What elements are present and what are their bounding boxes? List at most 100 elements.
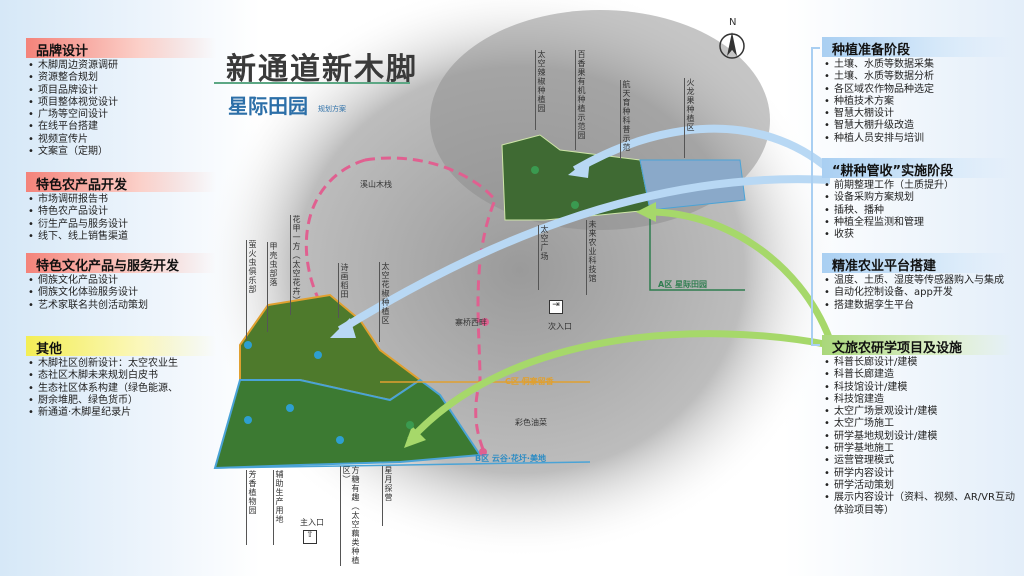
left-panel-brand: 品牌设计 木脚周边资源调研资源整合规划项目品牌设计项目整体视觉设计广场等空间设计… [26, 38, 216, 159]
arrow-green-a [644, 208, 834, 342]
list-item: 侗族文化体验服务设计 [26, 287, 216, 300]
map-label: 太空花椒种植区 [379, 262, 390, 342]
list-item: 视频宣传片 [26, 134, 216, 147]
list-item: 种植全程监测和管理 [822, 217, 1022, 230]
list-item: 智慧大棚设计 [822, 108, 1022, 121]
map-label: 主入口 [300, 518, 324, 527]
list-item: 自动化控制设备、app开发 [822, 287, 1022, 300]
zone-b-line [214, 461, 591, 469]
list-item: 态社区木脚未来规划白皮书 [26, 370, 216, 383]
map-label: 星月探营 [382, 466, 393, 526]
list-item: 展示内容设计（资料、视频、AR/VR互动体验项目等） [822, 492, 1022, 517]
arrow-blue-b-head [330, 318, 356, 338]
map-label: 溪山木栈 [360, 180, 392, 189]
list-item: 资源整合规划 [26, 72, 216, 85]
right-panel-planting-prep: 种植准备阶段 土壤、水质等数据采集土壤、水质等数据分析各区域农作物品种选定种植技… [822, 37, 1022, 145]
map-label: 航天育种科普示范 [620, 80, 631, 160]
zone-c-label: C区 侗寨留香 [505, 377, 554, 386]
list-item: 文案宣（定期） [26, 146, 216, 159]
section-heading: 精准农业平台搭建 [822, 253, 1012, 274]
map-label: 寨桥西畔 [455, 318, 487, 327]
list-item: 太空广场施工 [822, 418, 1022, 431]
zone-a-border [649, 210, 745, 291]
list-item: 木脚社区创新设计：太空农业生 [26, 358, 216, 371]
list-item: 研学内容设计 [822, 468, 1022, 481]
section-heading: 特色文化产品与服务开发 [26, 253, 216, 274]
list-item: 广场等空间设计 [26, 109, 216, 122]
arrow-blue-a [572, 124, 833, 174]
map-label: 彩色油菜 [515, 418, 547, 427]
list-item: 新通道·木脚星纪录片 [26, 407, 216, 420]
zone-a-label: A区 星际田园 [658, 280, 707, 289]
compass-icon [719, 32, 745, 59]
main-entrance-icon: ⇧ [303, 530, 317, 544]
list-item: 前期整理工作（土质提升） [822, 180, 1022, 193]
list-item: 设备采购方案规划 [822, 192, 1022, 205]
title-divider [214, 82, 410, 84]
arrow-blue-a-head [568, 158, 590, 178]
map-label: 花甲一方（太空花卉） [290, 215, 301, 315]
list-item: 艺术家联名共创活动策划 [26, 300, 216, 313]
list-item: 插秧、播种 [822, 205, 1022, 218]
list-item: 衍生产品与服务设计 [26, 219, 216, 232]
map-label: 诗画稻田 [338, 263, 349, 318]
list-item: 科普长廊设计/建模 [822, 357, 1022, 370]
map-label: 方糖有趣（太空藕类种植区） [340, 466, 360, 566]
arrow-green-b-head [404, 426, 426, 448]
section-heading: 品牌设计 [26, 38, 216, 59]
left-panel-agri-products: 特色农产品开发 市场调研报告书特色农产品设计衍生产品与服务设计线下、线上销售渠道 [26, 172, 216, 243]
list-item: 搭建数据孪生平台 [822, 300, 1022, 313]
left-panel-other: 其他 木脚社区创新设计：太空农业生态社区木脚未来规划白皮书生态社区体系构建（绿色… [26, 336, 216, 420]
map-label: 次入口 [548, 322, 572, 331]
arrow-green-a-head [636, 202, 656, 222]
right-panel-study-tourism: 文旅农研学项目及设施 科普长廊设计/建模科普长廊建造科技馆设计/建模科技馆建造太… [822, 335, 1022, 517]
arrow-blue-b [337, 175, 831, 334]
list-item: 项目品牌设计 [26, 85, 216, 98]
list-item: 种植人员安排与培训 [822, 133, 1022, 146]
zone-b-fields [213, 378, 482, 470]
list-item: 各区域农作物品种选定 [822, 84, 1022, 97]
section-heading: 其他 [26, 336, 216, 357]
map-label: 太空辣椒种植园 [535, 50, 546, 130]
list-item: 温度、土质、湿度等传感器购入与集成 [822, 275, 1022, 288]
project-tag: 规划方案 [318, 105, 346, 113]
compass-north-label: N [729, 17, 737, 28]
map-label: 火龙果种植区 [684, 78, 695, 158]
list-item: 种植技术方案 [822, 96, 1022, 109]
list-item: 科技馆设计/建模 [822, 382, 1022, 395]
list-item: 线下、线上销售渠道 [26, 231, 216, 244]
right-panel-implementation: “耕种管收”实施阶段 前期整理工作（土质提升）设备采购方案规划插秧、播种种植全程… [822, 158, 1022, 242]
left-panel-culture: 特色文化产品与服务开发 侗族文化产品设计侗族文化体验服务设计艺术家联名共创活动策… [26, 253, 216, 312]
field-markers [244, 166, 579, 456]
map-label: 芳香植物园 [246, 470, 257, 545]
list-item: 生态社区体系构建（绿色能源、 [26, 383, 216, 396]
map-label: 萤火虫俱乐部 [246, 240, 257, 340]
list-item: 运营管理模式 [822, 455, 1022, 468]
list-item: 研学基地施工 [822, 443, 1022, 456]
list-item: 智慧大棚升级改造 [822, 120, 1022, 133]
list-item: 太空广场景观设计/建模 [822, 406, 1022, 419]
list-item: 研学活动策划 [822, 480, 1022, 493]
right-panel-precision-platform: 精准农业平台搭建 温度、土质、湿度等传感器购入与集成自动化控制设备、app开发搭… [822, 253, 1022, 312]
list-item: 科普长廊建造 [822, 369, 1022, 382]
project-subtitle: 星际田园 [228, 94, 308, 118]
map-label: 辅助生产用地 [273, 470, 284, 545]
bracket-line [811, 47, 820, 346]
list-item: 市场调研报告书 [26, 194, 216, 207]
project-title: 新通道新木脚 [226, 52, 418, 87]
map-label: 百香果有机种植示范园 [575, 50, 586, 150]
list-item: 研学基地规划设计/建模 [822, 431, 1022, 444]
list-item: 土壤、水质等数据分析 [822, 71, 1022, 84]
section-heading: 特色农产品开发 [26, 172, 216, 193]
list-item: 土壤、水质等数据采集 [822, 59, 1022, 72]
entrance-icon: ⇥ [549, 300, 563, 314]
map-label: 未来农业科技馆 [586, 220, 597, 295]
section-heading: “耕种管收”实施阶段 [822, 158, 1012, 179]
map-label: 太空广场 [538, 225, 549, 290]
list-item: 侗族文化产品设计 [26, 275, 216, 288]
list-item: 科技馆建造 [822, 394, 1022, 407]
list-item: 在线平台搭建 [26, 121, 216, 134]
list-item: 项目整体视觉设计 [26, 97, 216, 110]
section-heading: 文旅农研学项目及设施 [822, 335, 1012, 356]
